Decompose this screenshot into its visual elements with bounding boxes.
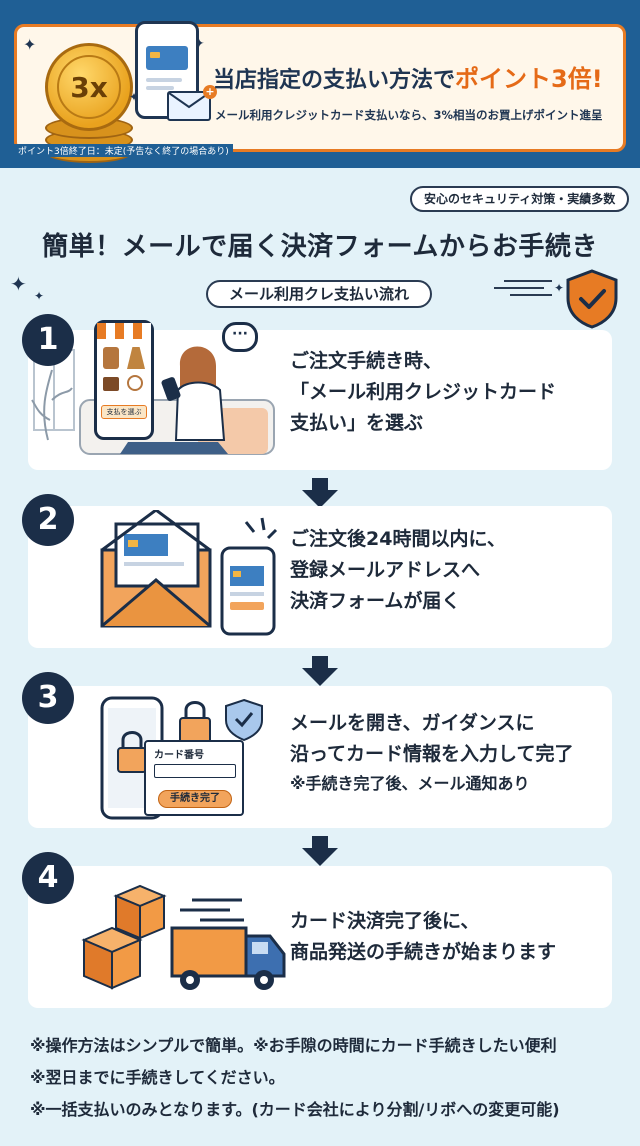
step-1-line: 「メール利用クレジットカード (290, 381, 557, 403)
note-line: ※操作方法はシンプルで簡単。※お手隙の時間にカード手続きしたい便利 (30, 1036, 557, 1055)
skirt-icon (127, 347, 145, 369)
necklace-icon (127, 375, 143, 391)
banner-subline: メール利用クレジットカード支払いなら、3%相当のお買上げポイント進呈 (215, 108, 603, 122)
campaign-end-date: ポイント3倍終了日：未定(予告なく終了の場合あり) (14, 144, 233, 157)
step-2-line: 登録メールアドレスへ (290, 559, 481, 581)
headline-prefix: 当店指定の支払い方法で (213, 68, 456, 93)
step-2-line: ご注文後24時間以内に、 (290, 528, 506, 550)
step-3-line: 沿ってカード情報を入力して完了 (290, 743, 574, 765)
choose-payment-button[interactable]: 支払を選ぶ (101, 405, 147, 419)
down-arrow-icon (302, 478, 338, 508)
top-banner-area: 3x ✦ ✦ ✦ + 当店指定の支払い方法でポイント3倍! メール利用クレジット… (0, 0, 640, 168)
sparkle-icon: ✦ (129, 91, 139, 103)
step-2-number: 2 (22, 494, 74, 546)
banner-headline: 当店指定の支払い方法でポイント3倍! (213, 59, 603, 94)
security-shield-icon (566, 269, 618, 329)
step-3-number: 3 (22, 672, 74, 724)
phone-shop-icon: 支払を選ぶ (94, 320, 154, 440)
step-3-line: メールを開き、ガイダンスに (290, 712, 535, 734)
coin-label: 3x (57, 55, 121, 119)
step-1-line: ご注文手続き時、 (290, 350, 443, 372)
step-4-number: 4 (22, 852, 74, 904)
headline-accent: ポイント3倍! (455, 65, 603, 93)
step-2-text: ご注文後24時間以内に、 登録メールアドレスへ 決済フォームが届く (290, 524, 506, 617)
step-4-line: カード決済完了後に、 (290, 910, 480, 932)
card-number-label: カード番号 (154, 750, 204, 761)
note-line: ※一括支払いのみとなります。(カード会社により分割/リボへの変更可能) (30, 1100, 560, 1119)
card-form: カード番号 手続き完了 (144, 740, 244, 816)
step-4-line: 商品発送の手続きが始まります (290, 941, 557, 963)
security-badge: 安心のセキュリティ対策・実績多数 (410, 186, 630, 212)
shirt-icon (103, 347, 119, 369)
notes-section: ※操作方法はシンプルで簡単。※お手隙の時間にカード手続きしたい便利 ※翌日までに… (30, 1030, 620, 1126)
sparkle-icon: ✦ (554, 281, 565, 295)
shipping-illustration (81, 884, 286, 990)
step-2-line: 決済フォームが届く (290, 590, 461, 612)
sparkle-icon: ✦ (23, 35, 37, 54)
step-3-note: ※手続き完了後、メール通知あり (290, 774, 530, 793)
step-1-card: 支払を選ぶ ··· ご注文手続き時、 「メール利用クレジットカード 支払い」を選… (28, 320, 612, 470)
sparkle-icon: ✦ (10, 272, 27, 296)
campaign-banner[interactable]: 3x ✦ ✦ ✦ + 当店指定の支払い方法でポイント3倍! メール利用クレジット… (14, 21, 626, 163)
down-arrow-icon (302, 656, 338, 686)
note-line: ※翌日までに手続きしてください。 (30, 1068, 285, 1087)
awning-icon (97, 323, 151, 339)
down-arrow-icon (302, 836, 338, 866)
envelope-phone-illustration (100, 510, 278, 636)
card-number-input[interactable] (154, 764, 236, 778)
speed-lines-icon (494, 280, 552, 296)
credit-card-icon (146, 46, 188, 70)
step-3-text: メールを開き、ガイダンスに 沿ってカード情報を入力して完了 ※手続き完了後、メー… (290, 708, 573, 798)
step-1-text: ご注文手続き時、 「メール利用クレジットカード 支払い」を選ぶ (290, 346, 556, 439)
flow-label: メール利用クレ支払い流れ (206, 280, 432, 308)
sparkle-icon: ✦ (34, 289, 45, 303)
plus-icon: + (203, 85, 217, 99)
step-1-line: 支払い」を選ぶ (290, 412, 424, 434)
page-title: 簡単！メールで届く決済フォームからお手続き (42, 232, 598, 262)
step-1-number: 1 (22, 314, 74, 366)
complete-button[interactable]: 手続き完了 (158, 790, 232, 808)
step-4-text: カード決済完了後に、 商品発送の手続きが始まります (290, 906, 556, 968)
speech-bubble-icon: ··· (222, 322, 258, 352)
boots-icon (103, 377, 119, 391)
step-4-card: カード決済完了後に、 商品発送の手続きが始まります (28, 866, 612, 1008)
step-2-card: ご注文後24時間以内に、 登録メールアドレスへ 決済フォームが届く (28, 506, 612, 648)
step-3-card: カード番号 手続き完了 メールを開き、ガイダンスに 沿ってカード情報を入力して完… (28, 686, 612, 828)
